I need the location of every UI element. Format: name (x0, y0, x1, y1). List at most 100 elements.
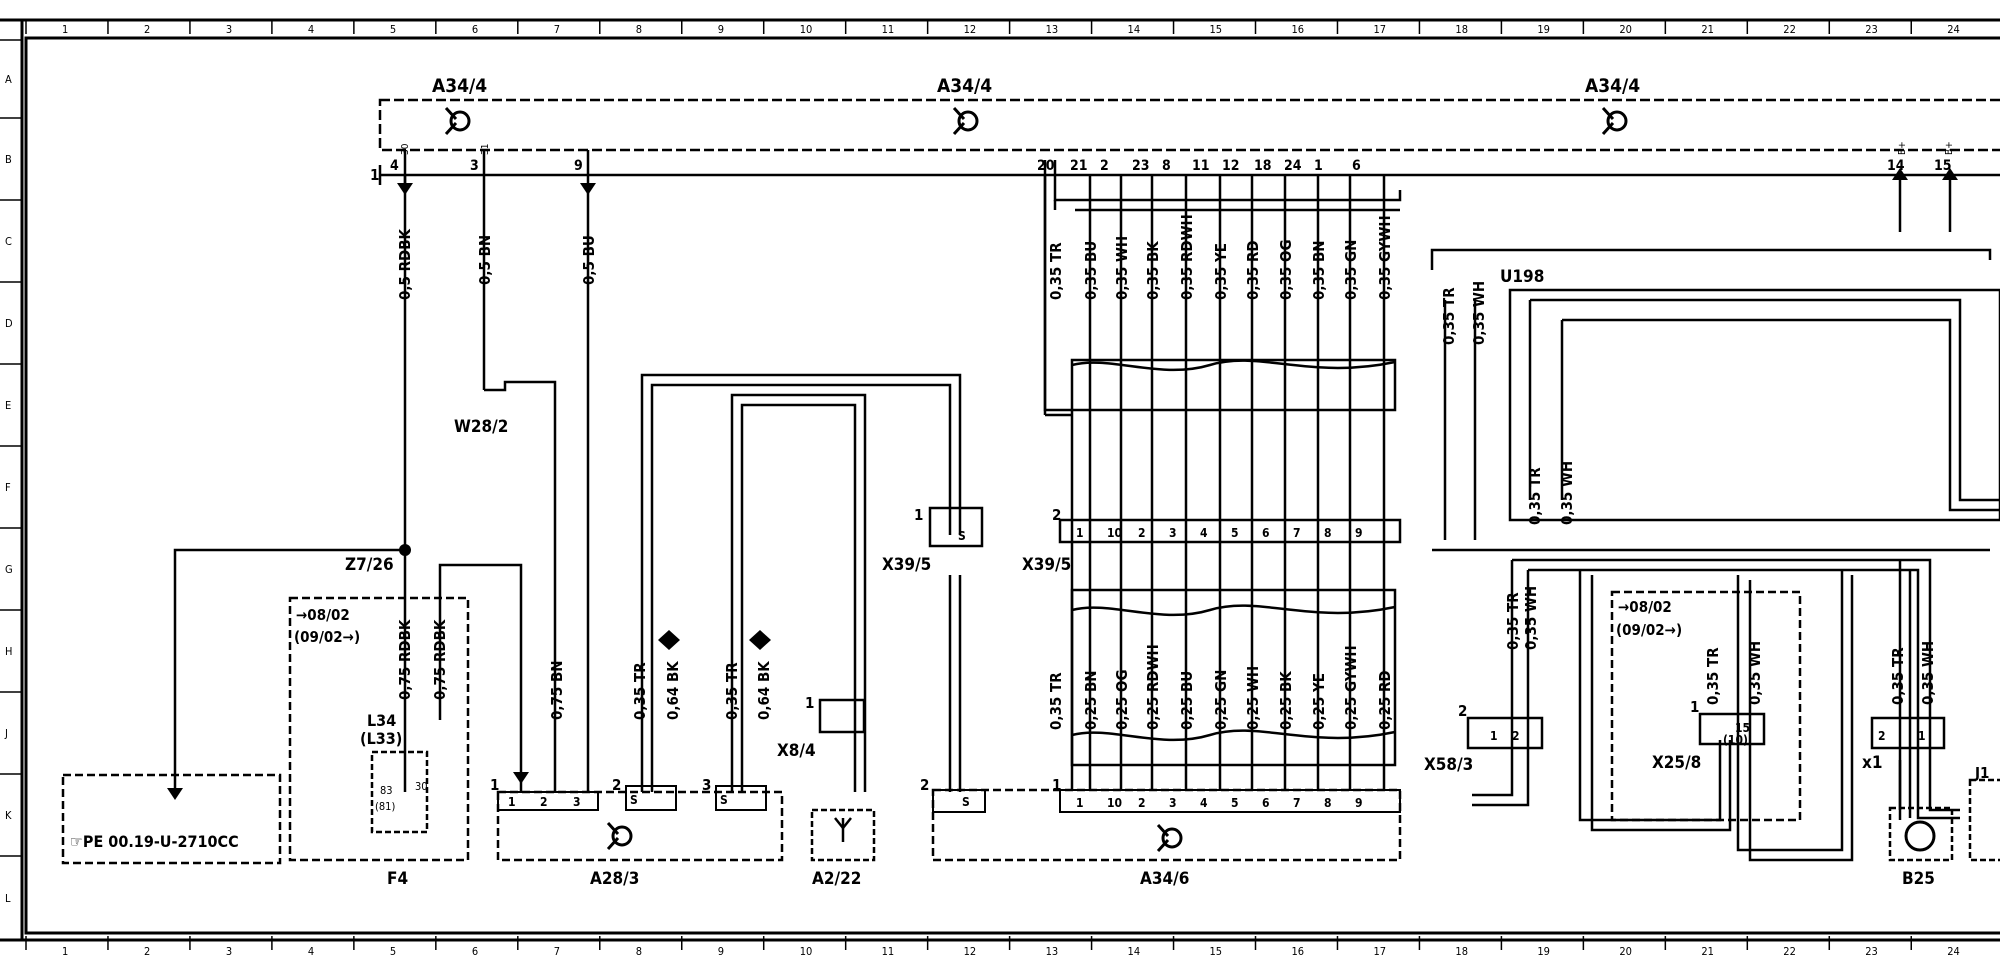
u198-label: U198 (1500, 267, 1544, 287)
row-label: D (5, 317, 13, 330)
a34-6-pin: 5 (1231, 796, 1239, 810)
column-label: 14 (1128, 23, 1141, 36)
column-label: 14 (1128, 945, 1141, 958)
column-label: 17 (1373, 945, 1386, 958)
x58-wire-tr: 0,35 TR (1504, 592, 1522, 650)
a34-4-module: A34/4 A34/4 A34/4 1 (370, 75, 2000, 185)
b25-sensor: B25 (1888, 806, 1954, 889)
twisted-pair-icon (749, 630, 771, 650)
a34-6-pin2: 2 (920, 776, 929, 794)
bus-wire-label: 0,25 GYWH (1342, 645, 1360, 730)
x1-wire-wh: 0,35 WH (1919, 641, 1937, 705)
column-label: 12 (964, 23, 977, 36)
splice-node (399, 544, 411, 556)
x39-5-pin: 10 (1107, 526, 1122, 540)
a34-6-pin: 9 (1355, 796, 1363, 810)
a34-4-label-3: A34/4 (1585, 75, 1640, 97)
bus-wire-label: 0,25 RDWH (1144, 644, 1162, 730)
column-label: 18 (1455, 945, 1468, 958)
u198-wire-tr-b: 0,35 TR (1526, 467, 1544, 525)
x58-3-label: X58/3 (1424, 755, 1473, 775)
b25-label: B25 (1902, 869, 1935, 889)
j1-label: J1 (1974, 764, 1989, 782)
column-label: 12 (964, 945, 977, 958)
bus-wire-label: 0,25 BN (1082, 670, 1100, 730)
l34-term-30: 30 (415, 780, 428, 793)
a34-4-pin: 24 (1284, 158, 1302, 174)
x39-5-pin: 5 (1231, 526, 1239, 540)
x58-3-connector: 2 1 2 X58/3 (1424, 702, 1544, 775)
twisted-pair-icon (658, 630, 680, 650)
f4-date-to: (09/02→) (294, 628, 360, 646)
row-label: H (5, 645, 12, 658)
a2-22-antenna: A2/22 X8/4 1 (777, 694, 876, 889)
a28-wire-bn-075: 0,75 BN (548, 660, 566, 720)
column-label: 1 (62, 945, 68, 958)
bus-wire-label: 0,25 GN (1212, 670, 1230, 730)
column-label: 22 (1783, 23, 1796, 36)
column-label: 13 (1046, 23, 1059, 36)
speaker-icon (952, 106, 979, 136)
a34-4-pin: 9 (574, 158, 583, 174)
column-label: 18 (1455, 23, 1468, 36)
a34-4-pin-term: 30 (400, 143, 411, 155)
row-label: L (5, 892, 11, 905)
l34-term-83: 83 (380, 784, 393, 797)
l34-label: L34 (367, 711, 396, 730)
column-label: 5 (390, 945, 396, 958)
column-label: 11 (882, 23, 895, 36)
a34-6-pin: 3 (1169, 796, 1177, 810)
column-label: 16 (1291, 23, 1304, 36)
x39-5-pin: 8 (1324, 526, 1332, 540)
column-label: 6 (472, 23, 478, 36)
antenna-icon (834, 817, 852, 842)
column-label: 4 (308, 23, 314, 36)
x58-3-pin: 2 (1458, 702, 1467, 720)
column-label: 19 (1537, 23, 1550, 36)
column-label: 15 (1210, 23, 1223, 36)
a34-4-side-pin: 1 (370, 166, 379, 184)
column-label: 23 (1865, 945, 1878, 958)
x39-5-label-a: X39/5 (882, 555, 931, 575)
a34-4-pin: 23 (1132, 158, 1150, 174)
ground-arrow-icon (167, 788, 183, 800)
column-label: 13 (1046, 945, 1059, 958)
a34-6-pin: 10 (1107, 796, 1122, 810)
ground-arrow-icon (397, 175, 413, 195)
ground-arrow-icon (513, 772, 529, 784)
column-label: 21 (1701, 945, 1714, 958)
a34-6-s: S (962, 795, 970, 809)
column-label: 24 (1947, 23, 1960, 36)
grid-frame (0, 18, 2000, 942)
x25-8-pin: 1 (1690, 698, 1699, 716)
x25-wire-wh: 0,35 WH (1746, 641, 1764, 705)
x25-8-box: →08/02 (09/02→) 1 15 (10) X25/8 (1610, 590, 1802, 822)
speaker-icon (1156, 823, 1183, 853)
bus-wire-label: 0,35 GN (1342, 240, 1360, 300)
wire-label-rdbk: 0,5 RDBK (396, 229, 414, 300)
a34-4-pin: 18 (1254, 158, 1272, 174)
x39-5-pin: 4 (1200, 526, 1208, 540)
column-label: 16 (1291, 945, 1304, 958)
bus-wire-label: 0,25 BU (1178, 671, 1196, 730)
column-label: 17 (1373, 23, 1386, 36)
x58-wire-wh: 0,35 WH (1522, 586, 1540, 650)
x39-5-pin: 1 (1076, 526, 1084, 540)
l34-term-81: (81) (375, 800, 395, 813)
a34-4-pin: 6 (1352, 158, 1361, 174)
a34-6-pin: 4 (1200, 796, 1208, 810)
column-label: 8 (636, 945, 642, 958)
row-label: G (5, 563, 13, 576)
a34-6-pin-left: 1 (1052, 776, 1061, 794)
f4-fuse-box: →08/02 (09/02→) L34 (L33) 83 30 (81) F4 … (288, 596, 470, 889)
x25-8-pin-15: 15 (1735, 721, 1750, 735)
a34-4-pin: 2 (1100, 158, 1109, 174)
row-label: C (5, 235, 12, 248)
a34-6-pin: 2 (1138, 796, 1146, 810)
column-label: 6 (472, 945, 478, 958)
